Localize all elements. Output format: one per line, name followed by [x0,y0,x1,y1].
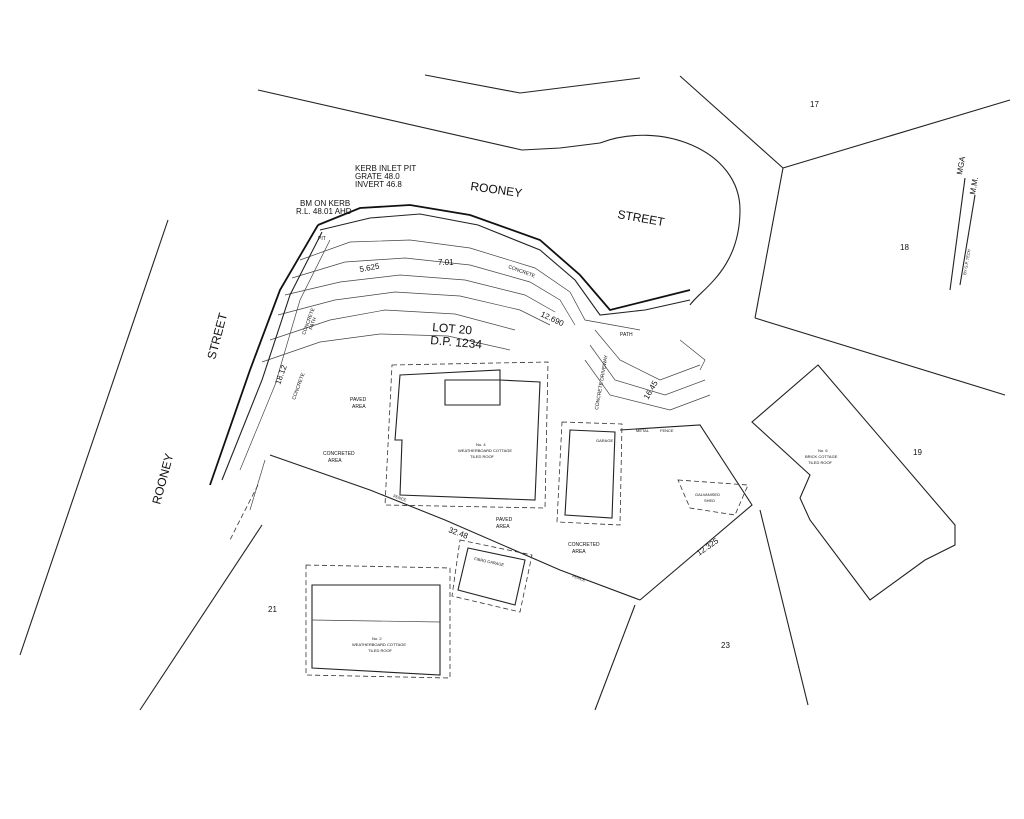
concreted-area-label-2a: CONCRETED [568,542,600,548]
dimension-7: 16.45 [642,379,660,401]
house4-label-1: No. 4 [476,442,486,447]
building-no4 [384,361,549,509]
lot20-boundary [229,424,753,601]
lot-number-23: 23 [721,641,730,650]
dimension-2: 7.01 [438,258,454,267]
concreted-area-label-2b: AREA [572,549,586,555]
street-name-street-left: STREET [204,311,230,361]
house2-label-3: TILED ROOF [368,648,393,653]
shed-label-1: GALVANISED [695,492,720,497]
kerb-pit-note-2: GRATE 48.0 [355,172,400,181]
fibro-garage [451,539,533,613]
concreted-area-label-1a: CONCRETED [323,451,355,457]
dimension-1: 5.625 [359,262,381,274]
garage-label: GARAGE [596,438,613,443]
paved-area-label-1a: PAVED [350,397,367,403]
benchmark-note-2: R.L. 48.01 AHD [296,207,352,216]
concrete-path-label-2: CONCRETE [291,372,306,401]
mm-label: M.M. [968,176,980,195]
garage [556,421,623,526]
building-no6 [751,364,956,601]
dimension-4: 32.48 [447,525,469,540]
lot-number-21: 21 [268,605,277,614]
house4-label-2: WEATHERBOARD COTTAGE [458,448,512,453]
kerb-pit-note-3: INVERT 46.8 [355,180,402,189]
dimension-5: 12.325 [695,536,721,558]
gps-note: BY G.P. TECH [962,249,971,275]
fibro-garage-label: FIBRO GARAGE [474,556,505,567]
house4-label-3: TILED ROOF [470,454,495,459]
house6-label-1: No. 6 [818,448,828,453]
path-label-2: PATH [620,332,633,338]
fence-label-3: FENCE [572,573,587,582]
driveway-label: CONCRETE DRIVEWAY [594,354,610,410]
benchmark-note-1: BM ON KERB [300,199,350,208]
lot-number-18: 18 [900,243,909,252]
house2-label-2: WEATHERBOARD COTTAGE [352,642,406,647]
house6-label-3: TILED ROOF [808,460,833,465]
paved-area-label-2b: AREA [496,524,510,530]
fence-label-2: FENCE [393,493,408,502]
dimension-3: 12.690 [539,310,565,329]
fence-label-1: FENCE [660,428,674,433]
paved-area-label-2a: PAVED [496,517,513,523]
road-boundaries [19,74,1011,711]
house6-label-2: BRICK COTTAGE [805,454,838,459]
building-no2 [305,564,451,679]
lot-number-17: 17 [810,100,819,109]
street-name-rooney-left: ROONEY [149,452,176,506]
concreted-area-label-1b: AREA [328,458,342,464]
dimension-6: 18.12 [273,363,288,385]
concrete-path-label-3: CONCRETE [507,264,536,279]
street-name-rooney: ROONEY [470,179,523,200]
labels: ROONEY STREET STREET ROONEY 17 18 19 21 … [149,100,980,653]
contour-lines [209,204,711,486]
mga-label: MGA [955,155,967,175]
street-name-street: STREET [616,207,666,229]
pit-label: PIT [318,236,326,242]
metal-fence-label: METAL [636,428,650,433]
house2-label-1: No. 2 [372,636,382,641]
deposited-plan: D.P. 1234 [430,333,483,351]
paved-area-label-1b: AREA [352,404,366,410]
lot-number-19: 19 [913,448,922,457]
shed-label-2: SHED [704,498,715,503]
path-label-1: PATH [308,316,318,330]
north-arrow [949,177,976,291]
kerb-pit-note-1: KERB INLET PIT [355,164,416,173]
lot-title: LOT 20 [432,320,473,337]
